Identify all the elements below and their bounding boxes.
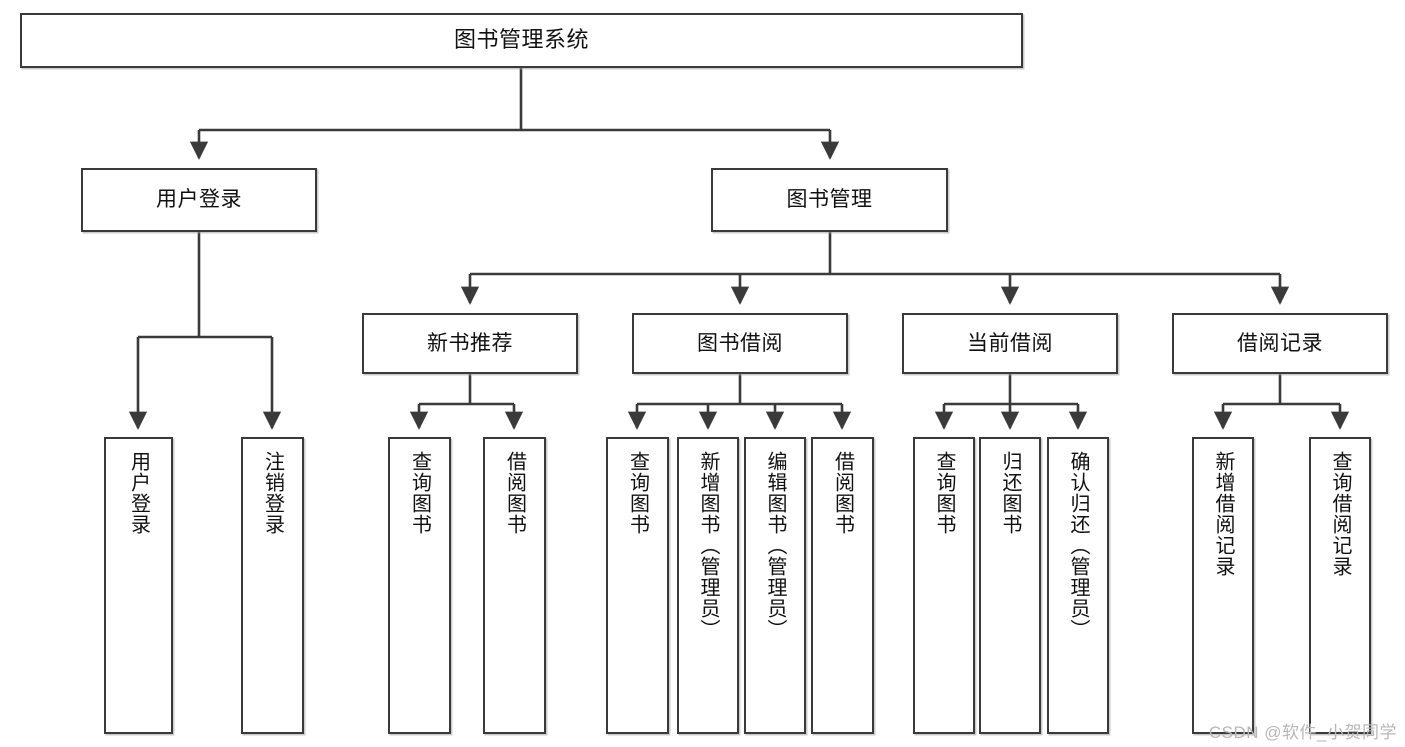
node-leaf-borrow-book-2-label: 借阅图书 [831, 451, 854, 535]
node-borrow-record[interactable]: 借阅记录 [1172, 313, 1388, 374]
node-leaf-borrow-book-1-label: 借阅图书 [503, 451, 526, 535]
node-leaf-query-book-3-label: 查询图书 [933, 451, 955, 535]
node-user-login[interactable]: 用户登录 [81, 168, 317, 232]
node-leaf-add-record[interactable]: 新增借阅记录 [1192, 437, 1254, 734]
node-user-login-label: 用户登录 [156, 188, 242, 212]
node-new-book-rec[interactable]: 新书推荐 [362, 313, 578, 374]
node-leaf-query-book-2[interactable]: 查询图书 [606, 437, 669, 734]
node-current-borrow-label: 当前借阅 [967, 331, 1053, 355]
node-borrow-record-label: 借阅记录 [1237, 331, 1323, 355]
node-leaf-query-book-2-label: 查询图书 [626, 451, 649, 535]
node-book-borrow[interactable]: 图书借阅 [632, 313, 848, 374]
node-book-borrow-label: 图书借阅 [697, 331, 783, 355]
node-leaf-add-book-label: 新增图书（管理员） [697, 451, 719, 640]
node-book-manage-label: 图书管理 [786, 188, 873, 212]
watermark: CSDN @软件_小贺同学 [1208, 723, 1397, 742]
node-leaf-confirm-return-label: 确认归还（管理员） [1067, 451, 1089, 640]
node-leaf-query-record-label: 查询借阅记录 [1329, 451, 1351, 577]
node-leaf-query-record[interactable]: 查询借阅记录 [1309, 437, 1371, 734]
node-new-book-rec-label: 新书推荐 [427, 331, 513, 355]
node-leaf-query-book-1[interactable]: 查询图书 [388, 437, 451, 734]
node-root[interactable]: 图书管理系统 [20, 13, 1023, 68]
node-leaf-logout-label: 注销登录 [261, 451, 284, 535]
node-leaf-query-book-3[interactable]: 查询图书 [913, 437, 975, 734]
node-leaf-confirm-return[interactable]: 确认归还（管理员） [1047, 437, 1109, 734]
node-leaf-return-book[interactable]: 归还图书 [979, 437, 1041, 734]
node-leaf-user-login-label: 用户登录 [127, 451, 150, 535]
node-leaf-borrow-book-1[interactable]: 借阅图书 [483, 437, 546, 734]
node-leaf-borrow-book-2[interactable]: 借阅图书 [811, 437, 874, 734]
node-book-manage[interactable]: 图书管理 [711, 168, 948, 232]
node-leaf-edit-book-label: 编辑图书（管理员） [764, 451, 786, 640]
node-leaf-edit-book[interactable]: 编辑图书（管理员） [744, 437, 806, 734]
node-root-label: 图书管理系统 [453, 27, 589, 53]
node-current-borrow[interactable]: 当前借阅 [902, 313, 1118, 374]
node-leaf-add-record-label: 新增借阅记录 [1212, 451, 1234, 577]
node-leaf-query-book-1-label: 查询图书 [408, 451, 431, 535]
node-leaf-logout[interactable]: 注销登录 [241, 437, 304, 734]
node-leaf-user-login[interactable]: 用户登录 [104, 437, 173, 734]
node-leaf-add-book[interactable]: 新增图书（管理员） [677, 437, 739, 734]
node-leaf-return-book-label: 归还图书 [999, 451, 1021, 535]
